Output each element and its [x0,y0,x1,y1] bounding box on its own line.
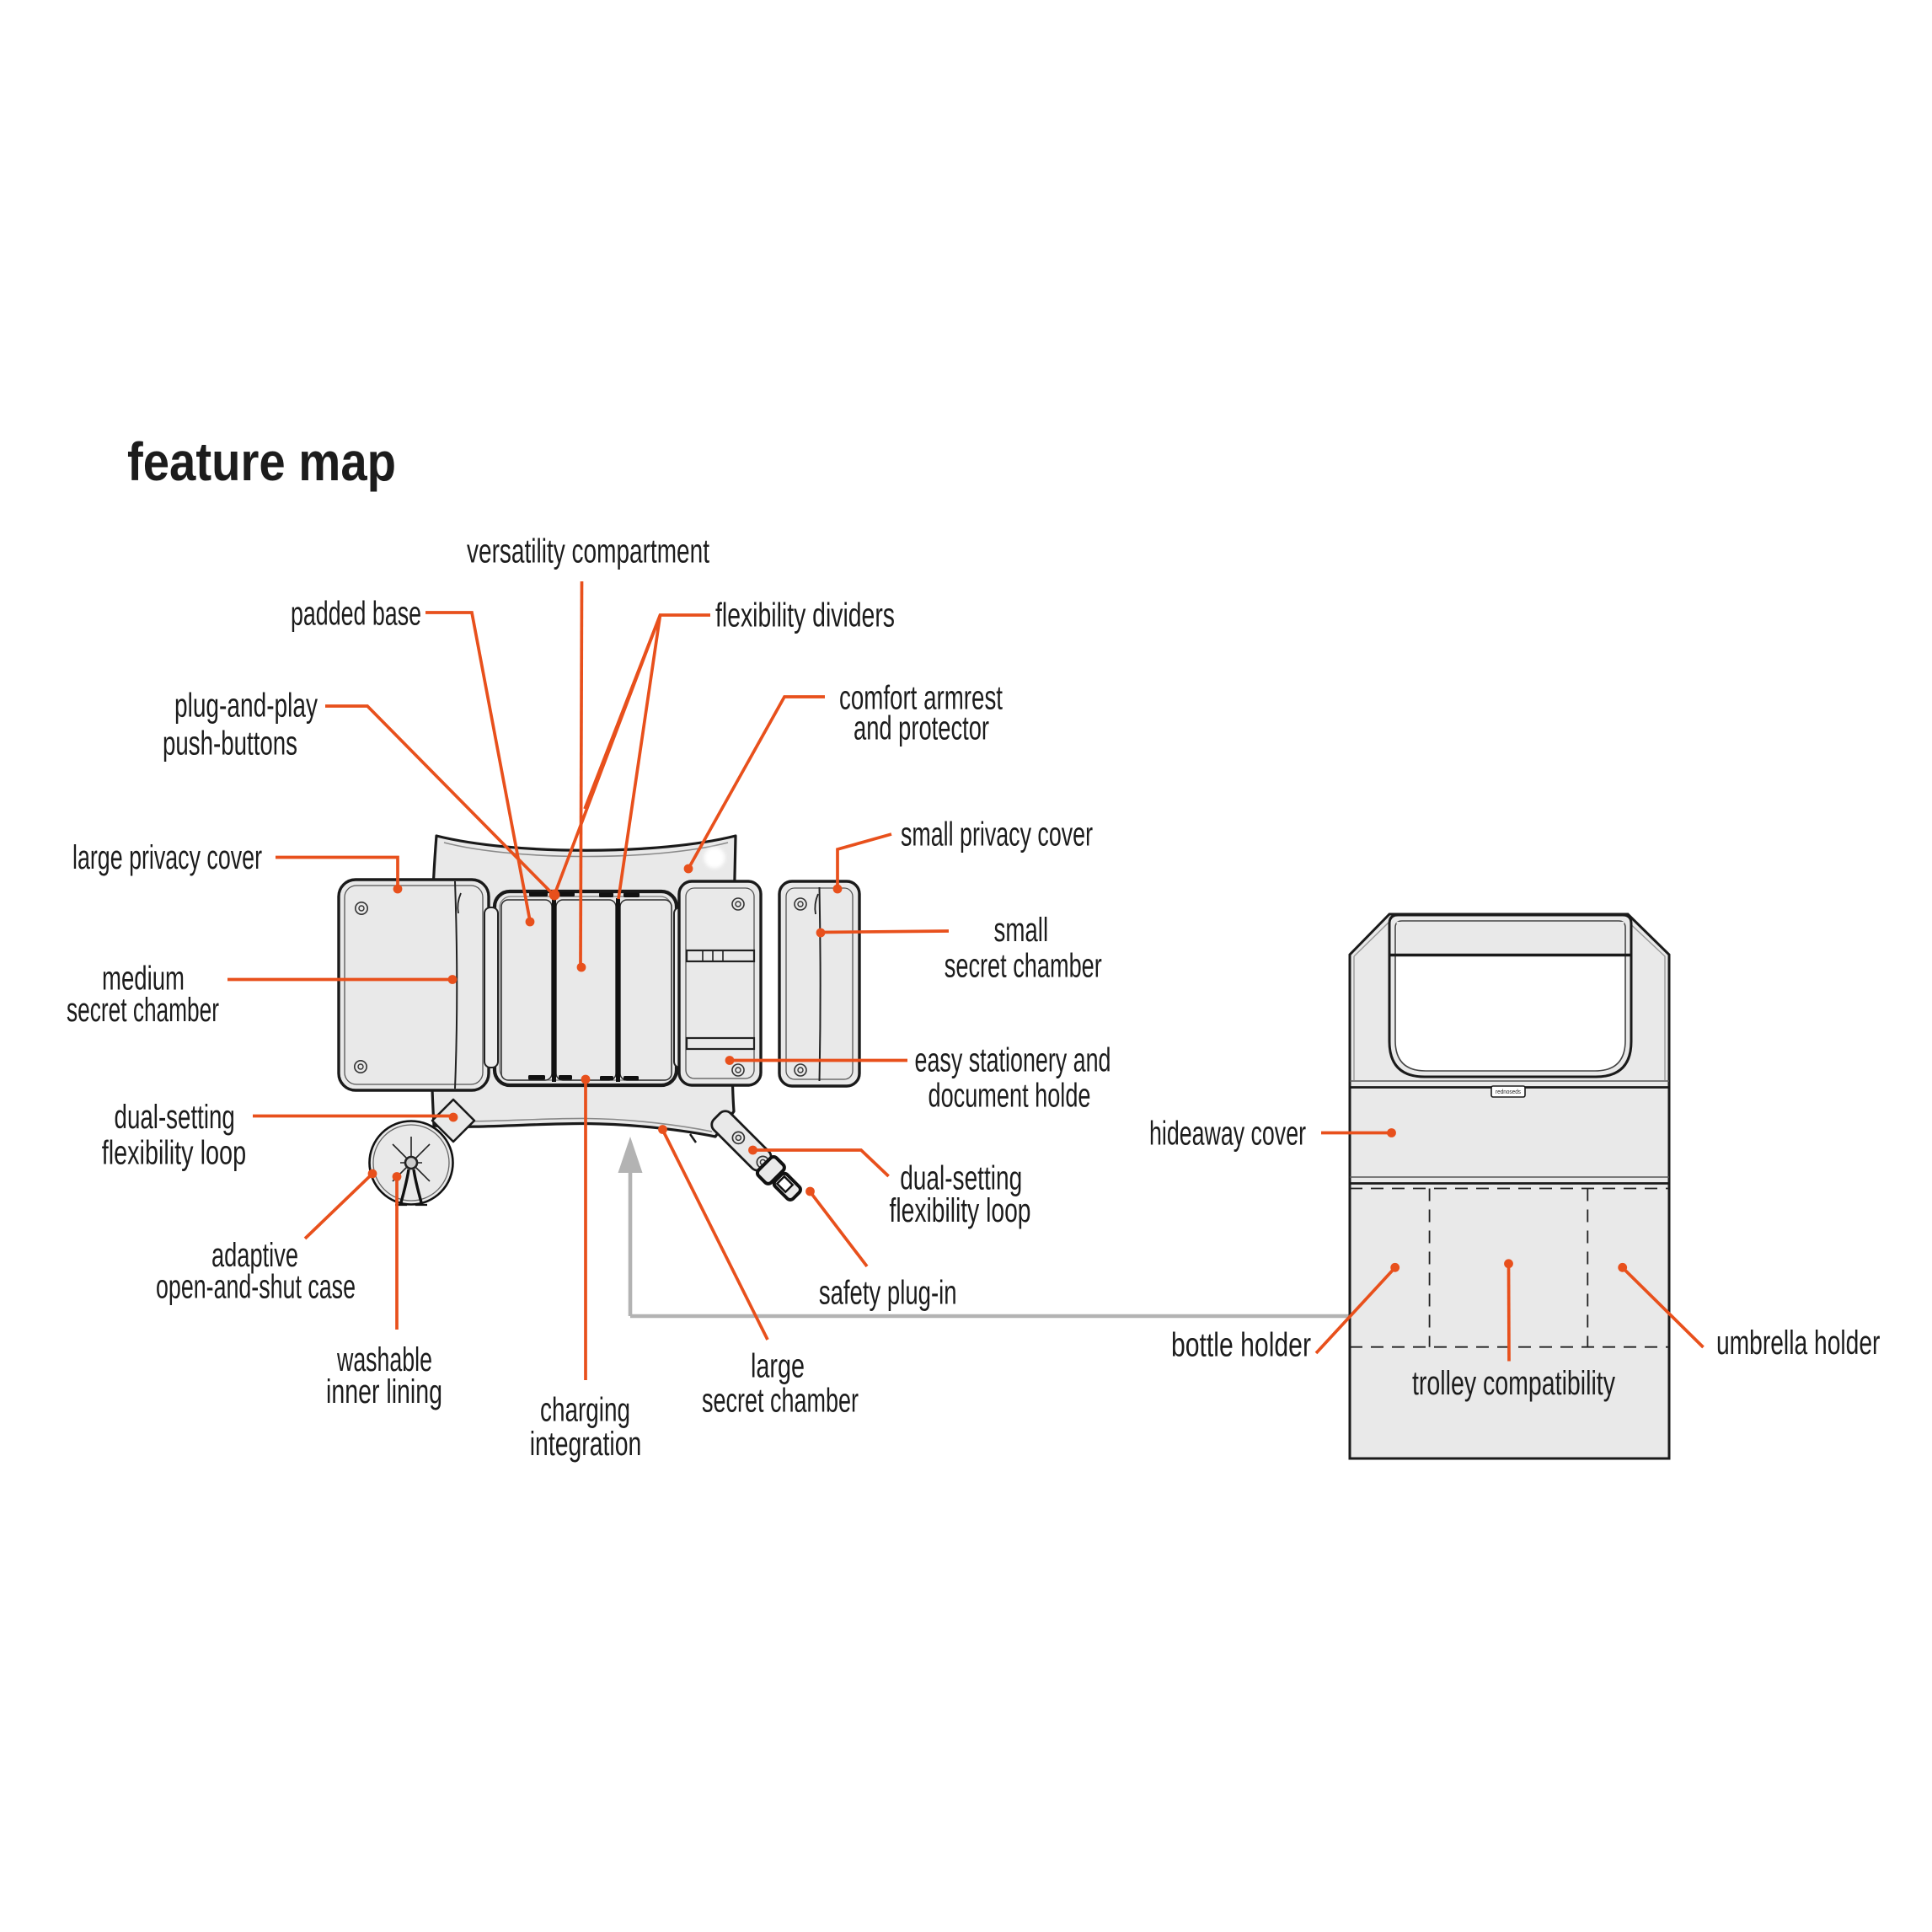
svg-text:large privacy cover: large privacy cover [72,839,262,876]
svg-text:document holde: document holde [929,1078,1091,1115]
svg-text:flexibility loop: flexibility loop [890,1192,1031,1229]
svg-text:integration: integration [530,1426,642,1463]
svg-text:easy stationery and: easy stationery and [915,1042,1111,1079]
svg-text:dual-setting: dual-setting [900,1160,1022,1197]
svg-text:hideaway cover: hideaway cover [1149,1116,1306,1153]
svg-text:padded base: padded base [291,596,421,633]
svg-text:versatility compartment: versatility compartment [467,533,709,570]
svg-text:rednoseds: rednoseds [1496,1089,1521,1095]
svg-text:flexibility loop: flexibility loop [102,1134,246,1171]
svg-text:secret chamber: secret chamber [945,948,1102,985]
svg-text:secret chamber: secret chamber [67,992,219,1029]
svg-text:and protector: and protector [854,710,989,747]
svg-text:push-buttons: push-buttons [163,725,297,763]
svg-text:umbrella holder: umbrella holder [1716,1325,1881,1362]
svg-text:trolley compatibility: trolley compatibility [1412,1365,1615,1402]
svg-text:small privacy cover: small privacy cover [901,816,1093,854]
svg-text:flexibility dividers: flexibility dividers [715,597,895,634]
svg-text:small: small [994,912,1049,949]
svg-text:medium: medium [102,961,185,998]
svg-text:inner lining: inner lining [326,1373,442,1410]
svg-text:open-and-shut case: open-and-shut case [156,1269,356,1306]
svg-text:safety plug-in: safety plug-in [819,1274,957,1311]
svg-text:bottle holder: bottle holder [1171,1327,1311,1364]
svg-text:secret chamber: secret chamber [702,1383,859,1420]
svg-text:charging: charging [540,1392,630,1429]
svg-text:dual-setting: dual-setting [115,1099,235,1136]
svg-text:plug-and-play: plug-and-play [174,688,318,725]
svg-text:washable: washable [336,1341,432,1378]
svg-text:adaptive: adaptive [211,1237,298,1274]
svg-text:feature map: feature map [127,431,396,492]
svg-text:comfort armrest: comfort armrest [839,680,1003,717]
svg-text:large: large [751,1348,805,1385]
